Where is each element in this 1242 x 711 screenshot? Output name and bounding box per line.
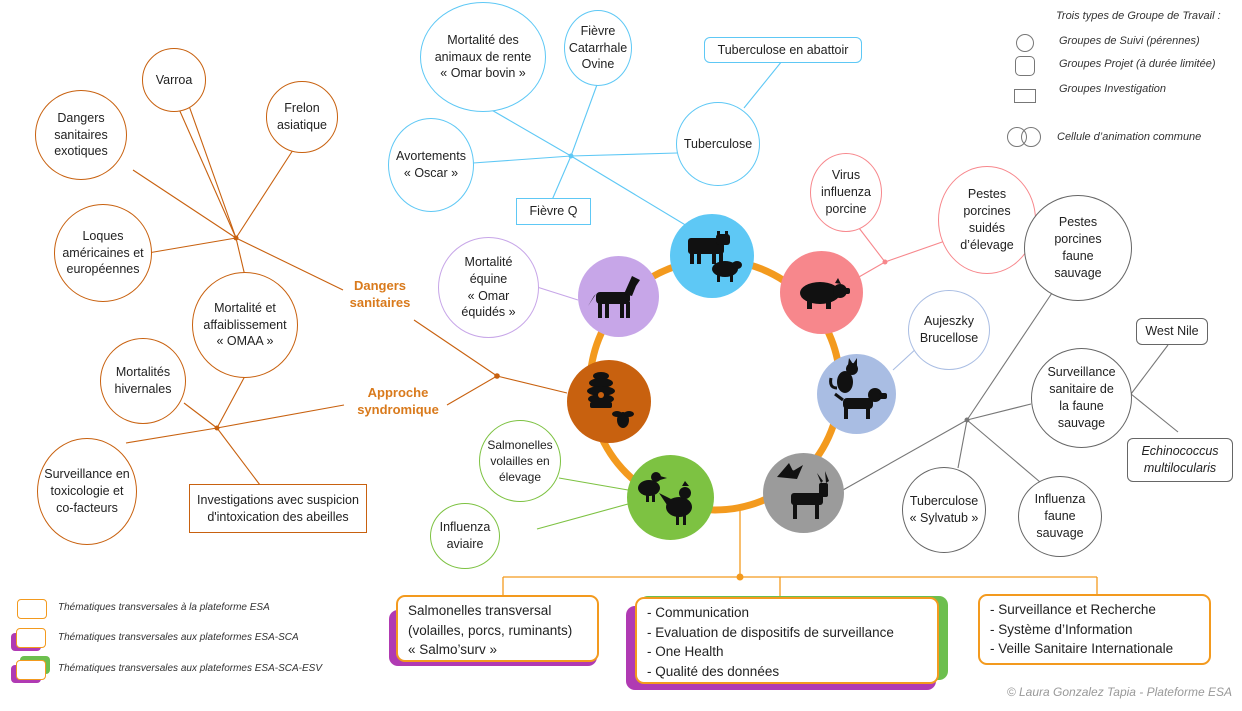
cat-dog-hub xyxy=(817,354,896,434)
legend-bottom-esa: Thématiques transversales à la plateform… xyxy=(58,602,270,613)
node-west-nile: West Nile xyxy=(1136,318,1208,345)
node-omar-equides: Mortalité équine « Omar équidés » xyxy=(438,237,539,338)
legend-item-investigation: Groupes Investigation xyxy=(1059,83,1167,95)
goat-icon xyxy=(791,471,829,519)
node-echinococcus: Echinococcus multilocularis xyxy=(1127,438,1233,482)
beehive-icon xyxy=(587,372,615,408)
node-fievre-catarrhale: Fièvre Catarrhale Ovine xyxy=(564,10,632,86)
node-salmonelles-volailles: Salmonelles volailles en élevage xyxy=(479,420,561,502)
legend-item-projet: Groupes Projet (à durée limitée) xyxy=(1059,58,1216,70)
double-circle-icon-2 xyxy=(1021,127,1041,147)
bee-hub xyxy=(567,360,651,443)
legend-swatch-esv xyxy=(16,660,46,680)
box-salmo-transversal: Salmonelles transversal (volailles, porc… xyxy=(396,595,599,662)
bee-icon xyxy=(612,411,634,428)
label-dangers-sanitaires: Dangers sanitaires xyxy=(349,278,411,310)
horse-icon xyxy=(588,276,640,318)
node-investigations-intoxication: Investigations avec suspicion d'intoxica… xyxy=(189,484,367,533)
node-influenza-aviaire: Influenza aviaire xyxy=(430,503,500,569)
rect-icon xyxy=(1014,89,1036,103)
legend-title: Trois types de Groupe de Travail : xyxy=(1056,10,1221,22)
dog-icon xyxy=(834,388,887,419)
node-avortements: Avortements « Oscar » xyxy=(388,118,474,212)
cat-icon xyxy=(829,358,858,393)
legend-item-cellule: Cellule d’animation commune xyxy=(1057,131,1202,143)
node-loques: Loques américaines et européennes xyxy=(54,204,152,302)
porcine-hub xyxy=(780,251,863,334)
poultry-hub xyxy=(627,455,714,540)
bee-lines xyxy=(125,99,568,486)
bovine-lines xyxy=(472,60,783,236)
node-pestes-faune-sauvage: Pestes porcines faune sauvage xyxy=(1024,195,1132,301)
node-dangers-exotiques: Dangers sanitaires exotiques xyxy=(35,90,127,180)
duck-icon xyxy=(638,472,667,502)
poultry-lines xyxy=(536,477,629,530)
cow-icon xyxy=(688,231,730,264)
copyright: © Laura Gonzalez Tapia - Plateforme ESA xyxy=(1006,685,1232,699)
sheep-icon xyxy=(712,261,742,282)
node-omaa: Mortalité et affaiblissement « OMAA » xyxy=(192,272,298,378)
node-omar-bovin: Mortalité des animaux de rente « Omar bo… xyxy=(420,2,546,112)
label-approche-syndromique: Approche syndromique xyxy=(357,385,439,417)
wildlife-hub xyxy=(763,453,844,533)
equine-hub xyxy=(578,256,659,337)
legend-swatch-esa xyxy=(17,599,47,619)
legend-bottom-sca: Thématiques transversales aux plateforme… xyxy=(58,632,299,643)
node-varroa: Varroa xyxy=(142,48,206,112)
node-mortalites-hivernales: Mortalités hivernales xyxy=(100,338,186,424)
node-sylvatub: Tuberculose « Sylvatub » xyxy=(902,467,986,553)
pig-icon xyxy=(800,278,850,309)
node-toxicologie: Surveillance en toxicologie et co-facteu… xyxy=(37,438,137,545)
node-tuberculose-abattoir: Tuberculose en abattoir xyxy=(704,37,862,63)
bottom-tree xyxy=(502,510,1098,597)
rounded-rect-icon xyxy=(1015,56,1035,76)
node-pestes-suides-elevage: Pestes porcines suidés d’élevage xyxy=(938,166,1036,274)
circle-icon xyxy=(1016,34,1034,52)
rooster-icon xyxy=(659,481,692,525)
legend-bottom-esv: Thématiques transversales aux plateforme… xyxy=(58,663,322,674)
node-aujeszky-brucellose: Aujeszky Brucellose xyxy=(908,290,990,370)
box-transversal-esv: - Communication - Evaluation de disposit… xyxy=(635,597,939,684)
node-virus-influenza-porcine: Virus influenza porcine xyxy=(810,153,882,232)
node-fievre-q: Fièvre Q xyxy=(516,198,591,225)
legend-item-suivi: Groupes de Suivi (pérennes) xyxy=(1059,35,1200,47)
node-surveillance-faune: Surveillance sanitaire de la faune sauva… xyxy=(1031,348,1132,448)
node-influenza-faune: Influenza faune sauvage xyxy=(1018,476,1102,557)
legend-swatch-sca xyxy=(16,628,46,648)
box-transversal-esa: - Surveillance et Recherche - Système d’… xyxy=(978,594,1211,665)
bird-icon xyxy=(777,463,803,479)
bovine-ovine-hub xyxy=(670,214,754,298)
wildlife-lines xyxy=(842,289,1179,491)
node-tuberculose: Tuberculose xyxy=(676,102,760,186)
node-frelon-asiatique: Frelon asiatique xyxy=(266,81,338,153)
